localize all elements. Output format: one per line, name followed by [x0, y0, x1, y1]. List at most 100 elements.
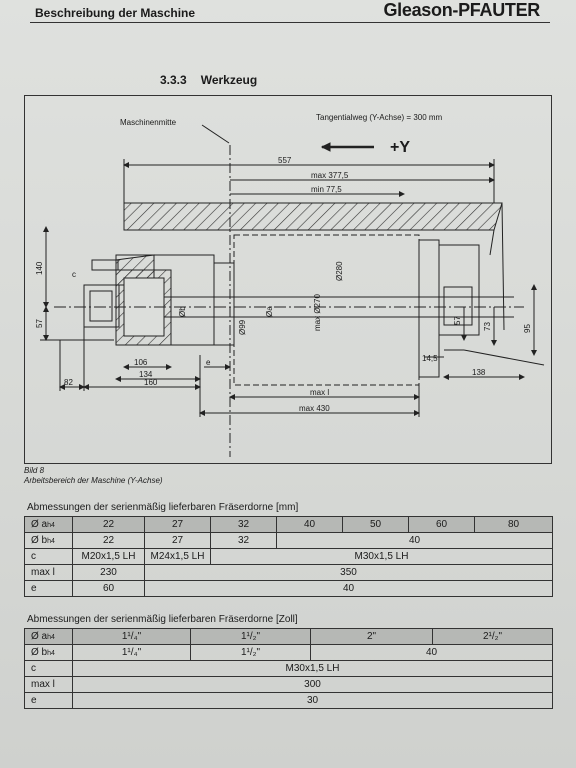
figure-caption: Arbeitsbereich der Maschine (Y-Achse) — [24, 476, 163, 485]
technical-drawing: Maschinenmitte Tangentialweg (Y-Achse) =… — [35, 113, 545, 457]
row-label-b: Ø b — [31, 535, 48, 546]
row-label-a: Ø a — [31, 631, 48, 642]
dim-82: 82 — [64, 378, 73, 387]
row-label-c: c — [24, 660, 73, 677]
cell-a: 80 — [474, 516, 553, 533]
cell-c: M20x1,5 LH — [72, 548, 145, 565]
cell-a: 27 — [144, 516, 211, 533]
cell-a: 32 — [210, 516, 277, 533]
cell-maxl: 230 — [72, 564, 145, 581]
table-zoll-caption: Abmessungen der serienmäßig lieferbaren … — [27, 614, 298, 625]
cell-a: 2¹/₂" — [432, 628, 553, 645]
cutter-hub-right — [418, 239, 440, 378]
label-c: c — [72, 270, 76, 279]
table-row: max l 230 350 — [24, 564, 553, 581]
label-phi280: Ø280 — [335, 261, 344, 281]
dim-57-right: 57 — [453, 316, 462, 325]
cell-a: 60 — [408, 516, 475, 533]
dim-106: 106 — [134, 358, 148, 367]
row-label-b-sub: h4 — [47, 650, 55, 657]
dim-775: min 77,5 — [311, 185, 342, 194]
cell-b: 40 — [310, 644, 553, 661]
dim-3775: max 377,5 — [311, 171, 349, 180]
y-arrow-head — [320, 142, 331, 152]
dim-138: 138 — [472, 368, 486, 377]
cell-b: 27 — [144, 532, 211, 549]
figure-number: Bild 8 — [24, 466, 45, 475]
table-row: Ø ah4 1¹/₄" 1¹/₂" 2" 2¹/₂" — [24, 628, 553, 645]
outer-support — [438, 244, 480, 336]
label-phib: Øb — [178, 306, 187, 317]
cell-b: 22 — [72, 532, 145, 549]
dim-e: e — [206, 358, 211, 367]
row-label-maxl: max l — [24, 676, 73, 693]
dim-maxl: max l — [310, 388, 329, 397]
label-phi99: Ø99 — [238, 319, 247, 335]
table-mm-caption: Abmessungen der serienmäßig lieferbaren … — [27, 502, 299, 513]
header-rule — [30, 22, 550, 23]
label-phia: Øa — [265, 306, 274, 317]
table-row: c M20x1,5 LH M24x1,5 LH M30x1,5 LH — [24, 548, 553, 565]
section-heading: 3.3.3 Werkzeug — [160, 73, 257, 87]
table-row: Ø ah4 22 27 32 40 50 60 80 — [24, 516, 553, 533]
cell-b: 32 — [210, 532, 277, 549]
table-row: e 30 — [24, 692, 553, 709]
dim-95: 95 — [523, 324, 532, 333]
dim-160: 160 — [144, 378, 158, 387]
cell-e: 60 — [72, 580, 145, 597]
row-label-b: Ø b — [31, 647, 48, 658]
row-label-b-sub: h4 — [47, 538, 55, 545]
row-label-e: e — [24, 692, 73, 709]
dim-134: 134 — [139, 370, 153, 379]
cutter-hub-left — [213, 262, 235, 346]
dim-140: 140 — [35, 261, 44, 275]
table-mm: Ø ah4 22 27 32 40 50 60 80 Ø bh4 22 27 3… — [24, 516, 553, 597]
drawing-frame — [24, 95, 552, 464]
cell-b: 1¹/₂" — [190, 644, 311, 661]
cell-c: M30x1,5 LH — [210, 548, 553, 565]
cell-a: 22 — [72, 516, 145, 533]
figure-label: Bild 8 Arbeitsbereich der Maschine (Y-Ac… — [24, 466, 163, 486]
header-title: Beschreibung der Maschine — [35, 6, 196, 20]
row-label-maxl: max l — [24, 564, 73, 581]
dim-57-left: 57 — [35, 319, 44, 328]
table-row: c M30x1,5 LH — [24, 660, 553, 677]
cell-c: M24x1,5 LH — [144, 548, 211, 565]
section-title: Werkzeug — [200, 73, 258, 87]
cell-a: 2" — [310, 628, 433, 645]
spindle-nose — [83, 284, 120, 328]
cell-a: 1¹/₄" — [72, 628, 191, 645]
row-label-e: e — [24, 580, 73, 597]
cutter-envelope — [233, 234, 420, 386]
label-max270: max Ø270 — [313, 294, 322, 331]
table-row: e 60 40 — [24, 580, 553, 597]
dim-557: 557 — [278, 156, 292, 165]
cell-e: 30 — [72, 692, 553, 709]
row-label-c: c — [24, 548, 73, 565]
spindle-nut — [89, 290, 113, 322]
table-zoll: Ø ah4 1¹/₄" 1¹/₂" 2" 2¹/₂" Ø bh4 1¹/₄" 1… — [24, 628, 553, 709]
dim-430: max 430 — [299, 404, 330, 413]
section-number: 3.3.3 — [160, 73, 187, 87]
row-label-a-sub: h4 — [47, 634, 55, 641]
leader-maschinenmitte — [201, 124, 230, 144]
cell-b: 40 — [276, 532, 553, 549]
hatched-beam — [123, 202, 503, 231]
cell-e: 40 — [144, 580, 553, 597]
cell-maxl: 350 — [144, 564, 553, 581]
row-label-a-sub: h4 — [47, 522, 55, 529]
table-row: max l 300 — [24, 676, 553, 693]
table-row: Ø bh4 22 27 32 40 — [24, 532, 553, 549]
row-label-a: Ø a — [31, 519, 48, 530]
outer-bearing — [443, 286, 473, 326]
coupling-block — [91, 259, 119, 271]
label-maschinenmitte: Maschinenmitte — [120, 118, 177, 127]
label-tangential: Tangentialweg (Y-Achse) = 300 mm — [316, 113, 443, 122]
label-plus-y: +Y — [390, 139, 410, 156]
cell-maxl: 300 — [72, 676, 553, 693]
cell-c: M30x1,5 LH — [72, 660, 553, 677]
table-row: Ø bh4 1¹/₄" 1¹/₂" 40 — [24, 644, 553, 661]
cell-b: 1¹/₄" — [72, 644, 191, 661]
cell-a: 50 — [342, 516, 409, 533]
